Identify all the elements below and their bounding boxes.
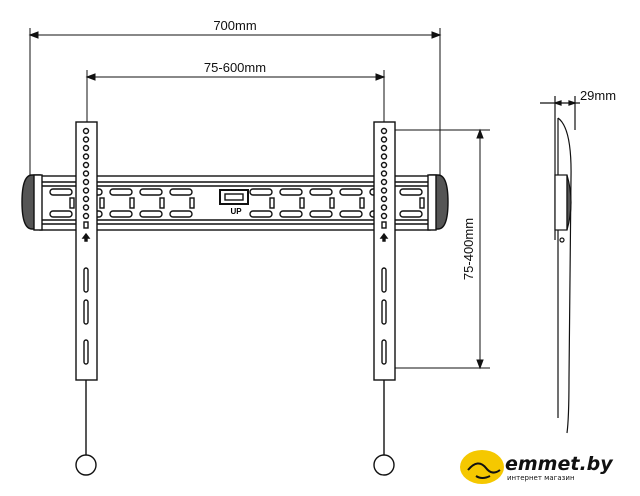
vesa-hole xyxy=(380,161,388,169)
rail-slot xyxy=(159,197,165,209)
arrow-up-icon xyxy=(379,232,389,242)
left-arm xyxy=(75,121,98,476)
rail-slot xyxy=(139,210,163,218)
vesa-hole xyxy=(380,170,388,177)
vesa-hole xyxy=(380,212,388,220)
rail-slot xyxy=(169,188,193,196)
arm-slot xyxy=(381,339,387,365)
vesa-hole xyxy=(82,178,90,186)
rail-slot xyxy=(189,197,195,209)
side-view xyxy=(540,96,580,434)
emmet-logo: emmet.by интернет магазин xyxy=(460,450,614,484)
dimension-overall-width xyxy=(28,28,442,180)
vesa-slot xyxy=(83,221,89,229)
right-arm xyxy=(373,121,396,476)
rail-slot xyxy=(399,188,423,196)
vesa-hole xyxy=(82,204,90,211)
vesa-hole xyxy=(380,178,388,186)
rail-slot xyxy=(269,197,275,209)
rail-slot xyxy=(69,197,75,209)
svg-text:emmet.by: emmet.by xyxy=(505,453,614,475)
vesa-hole xyxy=(380,187,388,194)
rail-slot xyxy=(49,210,73,218)
rail-slot xyxy=(49,188,73,196)
wall-rail xyxy=(21,174,449,231)
vesa-hole xyxy=(380,127,388,135)
arm-slot xyxy=(381,299,387,325)
vesa-hole xyxy=(82,144,90,152)
vesa-hole xyxy=(380,144,388,152)
vesa-hole xyxy=(82,136,90,143)
vesa-hole xyxy=(82,170,90,177)
vesa-slot xyxy=(381,221,387,229)
vesa-hole xyxy=(82,161,90,169)
vesa-hole xyxy=(380,153,388,160)
rail-slot xyxy=(299,197,305,209)
rail-slot xyxy=(109,188,133,196)
arrow-up-icon xyxy=(81,232,91,242)
rail-slot xyxy=(399,210,423,218)
dimension-vesa-horizontal xyxy=(85,70,386,128)
vesa-horizontal-label: 75-600mm xyxy=(204,60,266,75)
arm-slot xyxy=(83,339,89,365)
arm-slot xyxy=(83,267,89,293)
rail-slot xyxy=(99,197,105,209)
rail-slot xyxy=(249,210,273,218)
vesa-hole xyxy=(380,136,388,143)
vesa-hole xyxy=(82,153,90,160)
rail-slot xyxy=(169,210,193,218)
vesa-hole xyxy=(82,187,90,194)
rail-slot xyxy=(249,188,273,196)
rail-slot xyxy=(279,188,303,196)
vesa-vertical-label: 75-400mm xyxy=(461,218,476,280)
vesa-hole xyxy=(380,204,388,211)
depth-label: 29mm xyxy=(580,88,616,103)
rail-slot xyxy=(109,210,133,218)
svg-text:интернет магазин: интернет магазин xyxy=(507,474,575,482)
rail-slot xyxy=(279,210,303,218)
rail-slot xyxy=(419,197,425,209)
vesa-hole xyxy=(82,127,90,135)
rail-slot xyxy=(339,188,363,196)
arm-slot xyxy=(381,267,387,293)
vesa-hole xyxy=(82,195,90,203)
rail-slot xyxy=(339,210,363,218)
vesa-hole xyxy=(380,195,388,203)
vesa-hole xyxy=(82,212,90,220)
rail-slot xyxy=(329,197,335,209)
arm-slot xyxy=(83,299,89,325)
rail-slot xyxy=(359,197,365,209)
overall-width-label: 700mm xyxy=(213,18,256,33)
up-label: UP xyxy=(230,207,242,216)
dimension-vesa-vertical xyxy=(388,128,490,370)
rail-slot xyxy=(309,210,333,218)
rail-slot xyxy=(309,188,333,196)
rail-slot xyxy=(129,197,135,209)
rail-slot xyxy=(139,188,163,196)
